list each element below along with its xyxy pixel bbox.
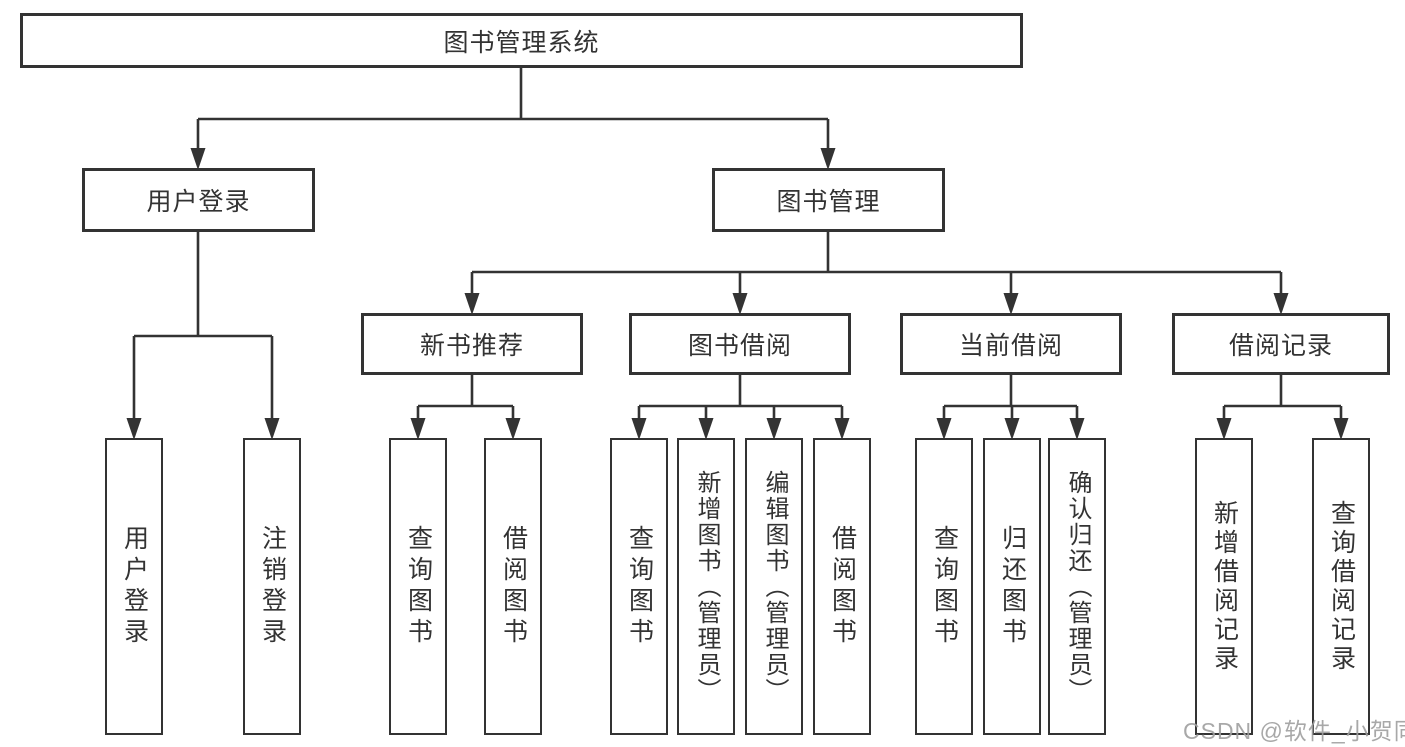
node-borrow-records: 借阅记录 xyxy=(1172,313,1390,375)
arrowhead xyxy=(190,148,206,170)
edge-currentborrow-to-leaves xyxy=(942,375,1079,420)
edge-userlogin-to-leaves xyxy=(132,232,274,420)
leaf-add-book-admin: 新增图书（管理员） xyxy=(677,438,735,735)
leaf-query-borrow-record: 查询借阅记录 xyxy=(1312,438,1370,735)
edge-root-to-level2 xyxy=(196,68,830,150)
arrowhead xyxy=(834,418,850,440)
csdn-watermark: CSDN @软件_小贺同学 xyxy=(1183,718,1405,744)
leaf-borrow-book-recommend: 借阅图书 xyxy=(484,438,542,735)
arrowhead xyxy=(1273,293,1289,315)
arrowhead xyxy=(766,418,782,440)
arrowhead xyxy=(820,148,836,170)
edge-bookmgmt-to-level3 xyxy=(470,232,1283,296)
leaf-add-borrow-record: 新增借阅记录 xyxy=(1195,438,1253,735)
leaf-user-login: 用户登录 xyxy=(105,438,163,735)
arrowheads xyxy=(126,148,1349,440)
arrowhead xyxy=(464,293,480,315)
arrowhead xyxy=(505,418,521,440)
edge-borrowrecords-to-leaves xyxy=(1222,375,1343,420)
leaf-query-book-current: 查询图书 xyxy=(915,438,973,735)
leaf-borrow-book: 借阅图书 xyxy=(813,438,871,735)
arrowhead xyxy=(631,418,647,440)
node-new-book-recommend: 新书推荐 xyxy=(361,313,583,375)
arrowhead xyxy=(1003,293,1019,315)
node-user-login: 用户登录 xyxy=(82,168,315,232)
arrowhead xyxy=(936,418,952,440)
node-book-borrow: 图书借阅 xyxy=(629,313,851,375)
edge-newbookrec-to-leaves xyxy=(416,375,515,420)
arrowhead xyxy=(410,418,426,440)
arrowhead xyxy=(1004,418,1020,440)
arrowhead xyxy=(732,293,748,315)
arrowhead xyxy=(698,418,714,440)
leaf-query-book-borrow: 查询图书 xyxy=(610,438,668,735)
node-current-borrow: 当前借阅 xyxy=(900,313,1122,375)
arrowhead xyxy=(1069,418,1085,440)
arrowhead xyxy=(1216,418,1232,440)
arrowhead xyxy=(264,418,280,440)
leaf-return-book: 归还图书 xyxy=(983,438,1041,735)
leaf-confirm-return-admin: 确认归还（管理员） xyxy=(1048,438,1106,735)
node-book-management: 图书管理 xyxy=(712,168,945,232)
node-root-system: 图书管理系统 xyxy=(20,13,1023,68)
arrowhead xyxy=(1333,418,1349,440)
edge-bookborrow-to-leaves xyxy=(637,375,844,420)
arrowhead xyxy=(126,418,142,440)
leaf-logout: 注销登录 xyxy=(243,438,301,735)
leaf-edit-book-admin: 编辑图书（管理员） xyxy=(745,438,803,735)
leaf-query-book-recommend: 查询图书 xyxy=(389,438,447,735)
